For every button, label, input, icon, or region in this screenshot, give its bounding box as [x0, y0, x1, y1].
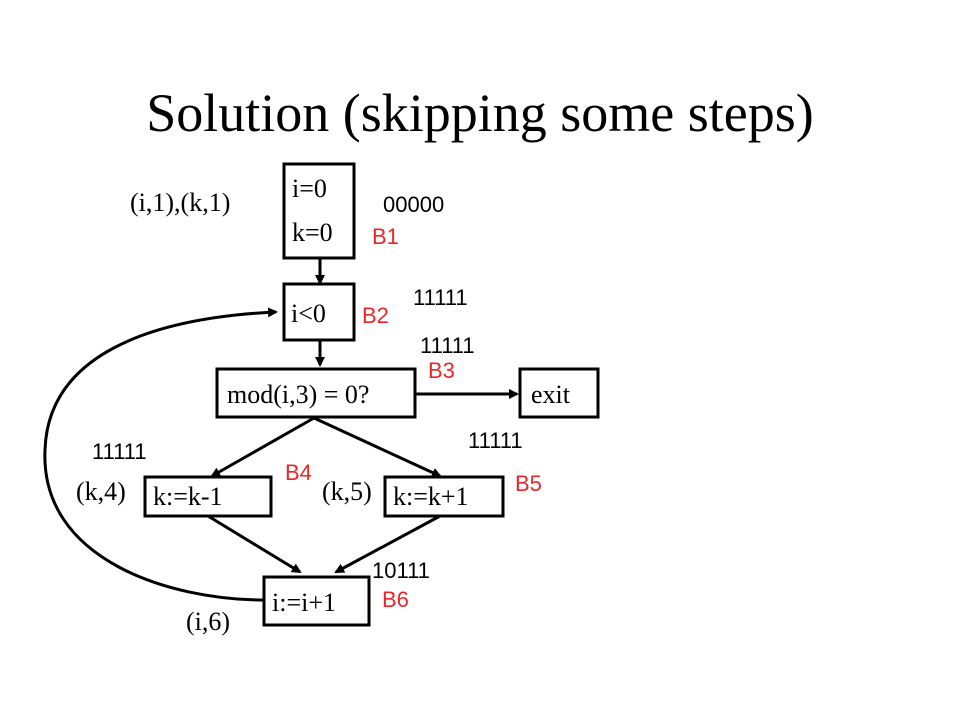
node-b5-text: k:=k+1: [393, 482, 469, 511]
bitvector-b3: 11111: [420, 333, 475, 358]
node-exit-box: [518, 367, 600, 419]
definition-b4: (k,4): [76, 477, 126, 506]
node-exit-text: exit: [531, 380, 571, 409]
node-b4-box: [143, 475, 273, 518]
bitvector-b6: 10111: [372, 558, 430, 583]
node-b1-box: [282, 162, 356, 260]
definition-b1: (i,1),(k,1): [130, 188, 230, 217]
node-b1-line2: k=0: [292, 218, 333, 247]
block-label-b4: B4: [285, 460, 312, 485]
edge-b6-b2-backedge: [43, 307, 278, 602]
node-b3-text: mod(i,3) = 0?: [227, 380, 369, 409]
edge-b5-b6: [334, 514, 441, 574]
definition-b5: (k,5): [322, 477, 372, 506]
node-b1-line1: i=0: [292, 174, 327, 203]
node-b6-text: i:=i+1: [272, 588, 336, 617]
block-label-b2: B2: [362, 303, 389, 328]
bitvector-b4: 11111: [92, 439, 147, 464]
node-b2-box: [282, 282, 356, 342]
bitvector-b1: 00000: [383, 192, 444, 217]
block-label-b3: B3: [428, 358, 455, 383]
block-label-b1: B1: [372, 224, 399, 249]
node-b2-text: i<0: [291, 299, 326, 328]
bitvector-b2: 11111: [413, 285, 468, 310]
block-label-b5: B5: [515, 471, 542, 496]
node-b6-box: [262, 575, 371, 627]
bitvector-b5: 11111: [468, 428, 523, 453]
node-b3-box: [215, 367, 417, 419]
slide-title: Solution (skipping some steps): [146, 83, 814, 143]
edge-b3-b4: [210, 416, 315, 478]
edge-b3-b5: [313, 416, 442, 478]
node-b4-text: k:=k-1: [153, 482, 223, 511]
definition-b6: (i,6): [186, 607, 230, 636]
block-label-b6: B6: [382, 587, 409, 612]
node-b5-box: [383, 475, 505, 518]
edge-b4-b6: [207, 514, 302, 574]
